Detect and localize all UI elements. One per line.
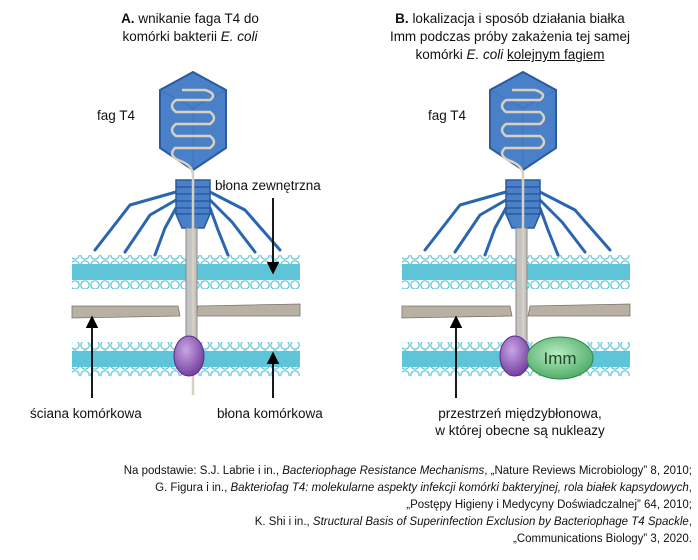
purple-protein-a bbox=[173, 335, 205, 377]
caption-line2-a: G. Figura i in., bbox=[155, 482, 231, 494]
purple-protein-b bbox=[499, 335, 531, 377]
label-phage-b: fag T4 bbox=[428, 108, 467, 123]
imm-protein bbox=[526, 336, 594, 380]
cell-wall-a bbox=[71, 303, 301, 319]
caption-line3: „Postępy Higieny i Medycyny Doświadczaln… bbox=[406, 499, 692, 511]
label-phage-a: fag T4 bbox=[97, 108, 136, 123]
caption-line1-b: Bacteriophage Resistance Mechanisms bbox=[282, 465, 485, 477]
phage-b: Imm bbox=[423, 70, 612, 380]
label-cell-membrane: błona komórkowa bbox=[217, 406, 323, 421]
caption-line1-a: Na podstawie: S.J. Labrie i in., bbox=[123, 465, 283, 477]
panel-b-title-underlined: kolejnym fagiem bbox=[507, 47, 605, 62]
panel-a-title-line1: wnikanie faga T4 do bbox=[138, 11, 259, 26]
tail-fibers-b bbox=[423, 190, 612, 257]
caption-line4-c: , bbox=[688, 516, 692, 528]
panel-b-title: B. lokalizacja i sposób działania białka… bbox=[370, 10, 650, 64]
caption-line1-c: , „Nature Reviews Microbiology” 8, 2010; bbox=[484, 465, 692, 477]
tail-tube-a bbox=[185, 227, 198, 349]
tail-fibers-a bbox=[93, 190, 282, 257]
caption-line4-b: Structural Basis of Superinfection Exclu… bbox=[312, 516, 689, 528]
panel-b-title-line1: lokalizacja i sposób działania białka bbox=[412, 11, 625, 26]
phage-a bbox=[93, 70, 282, 395]
caption-line2-c: , bbox=[688, 482, 692, 494]
panel-b-letter: B. bbox=[395, 11, 409, 26]
panel-a-title: A. wnikanie faga T4 do komórki bakterii … bbox=[80, 10, 300, 46]
panel-b-title-line3: komórki bbox=[415, 47, 463, 62]
dna-a bbox=[170, 88, 216, 395]
imm-label: Imm bbox=[543, 349, 576, 368]
cell-wall-b bbox=[401, 303, 631, 319]
label-outer-membrane: błona zewnętrzna bbox=[215, 178, 321, 193]
panel-b-title-line2: Imm podczas próby zakażenia tej samej bbox=[389, 29, 631, 44]
label-periplasm: przestrzeń międzybłonowa, w której obecn… bbox=[390, 405, 650, 439]
tail-tube-b bbox=[515, 227, 528, 345]
panel-a-title-line2: komórki bakterii bbox=[122, 29, 217, 44]
label-periplasm-line1: przestrzeń międzybłonowa, bbox=[438, 406, 602, 421]
caption-line5: „Communications Biology” 3, 2020. bbox=[513, 533, 692, 545]
arrows-a bbox=[85, 198, 280, 398]
label-cell-wall: ściana komórkowa bbox=[30, 406, 142, 421]
label-periplasm-line2: w której obecne są nukleazy bbox=[435, 423, 605, 438]
source-caption: Na podstawie: S.J. Labrie i in., Bacteri… bbox=[2, 463, 692, 548]
panel-a-title-italic: E. coli bbox=[220, 29, 258, 44]
panel-a-letter: A. bbox=[121, 11, 135, 26]
panel-b-title-italic: E. coli bbox=[466, 47, 504, 62]
caption-line4-a: K. Shi i in., bbox=[254, 516, 313, 528]
caption-line2-b: Bakteriofag T4: molekularne aspekty infe… bbox=[230, 482, 689, 494]
